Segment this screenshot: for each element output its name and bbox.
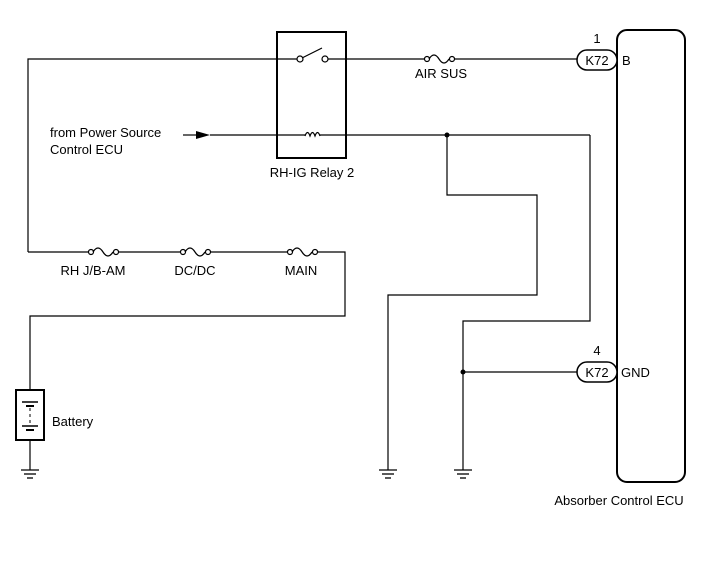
fuse-rh-jb-am-icon: [87, 247, 120, 257]
connector-label: K72: [585, 53, 608, 68]
fuse-dc-dc-icon: [179, 247, 212, 257]
wire-top: [27, 58, 297, 252]
ground-icon: [21, 469, 39, 479]
ecu-pin-gnd: 4 K72 GND: [576, 343, 650, 383]
relay-label: RH-IG Relay 2: [270, 165, 355, 180]
ground-icon: [454, 469, 472, 479]
source-label-line2: Control ECU: [50, 142, 123, 157]
fuse-dc-dc-label: DC/DC: [174, 263, 215, 278]
pin-number: 4: [593, 343, 600, 358]
fuse-main-icon: [286, 247, 319, 257]
ecu-box: [616, 29, 686, 483]
wire-to-gnd-bus: [462, 135, 591, 470]
fuse-rh-jb-am-label: RH J/B-AM: [61, 263, 126, 278]
pin-name: B: [622, 53, 631, 68]
ground-icon: [379, 469, 397, 479]
battery-label: Battery: [52, 414, 94, 429]
connector-label: K72: [585, 365, 608, 380]
input-arrow-icon: [196, 131, 210, 139]
source-label-line1: from Power Source: [50, 125, 161, 140]
relay-coil-icon: [304, 131, 321, 138]
ecu-label: Absorber Control ECU: [554, 493, 683, 508]
wire-coil-ground: [387, 135, 538, 470]
ecu-pin-b: 1 K72 B: [576, 31, 631, 71]
fuse-air-sus-label: AIR SUS: [415, 66, 467, 81]
connector-k72-icon: [576, 49, 618, 71]
wire-main-to-battery: [29, 251, 346, 390]
relay-box: [276, 31, 347, 159]
battery-icon: [15, 389, 45, 441]
pin-name: GND: [621, 365, 650, 380]
fuse-main-label: MAIN: [285, 263, 318, 278]
fuse-air-sus-icon: [423, 54, 456, 64]
relay-switch: [296, 47, 329, 63]
connector-k72-icon: [576, 361, 618, 383]
pin-number: 1: [593, 31, 600, 46]
